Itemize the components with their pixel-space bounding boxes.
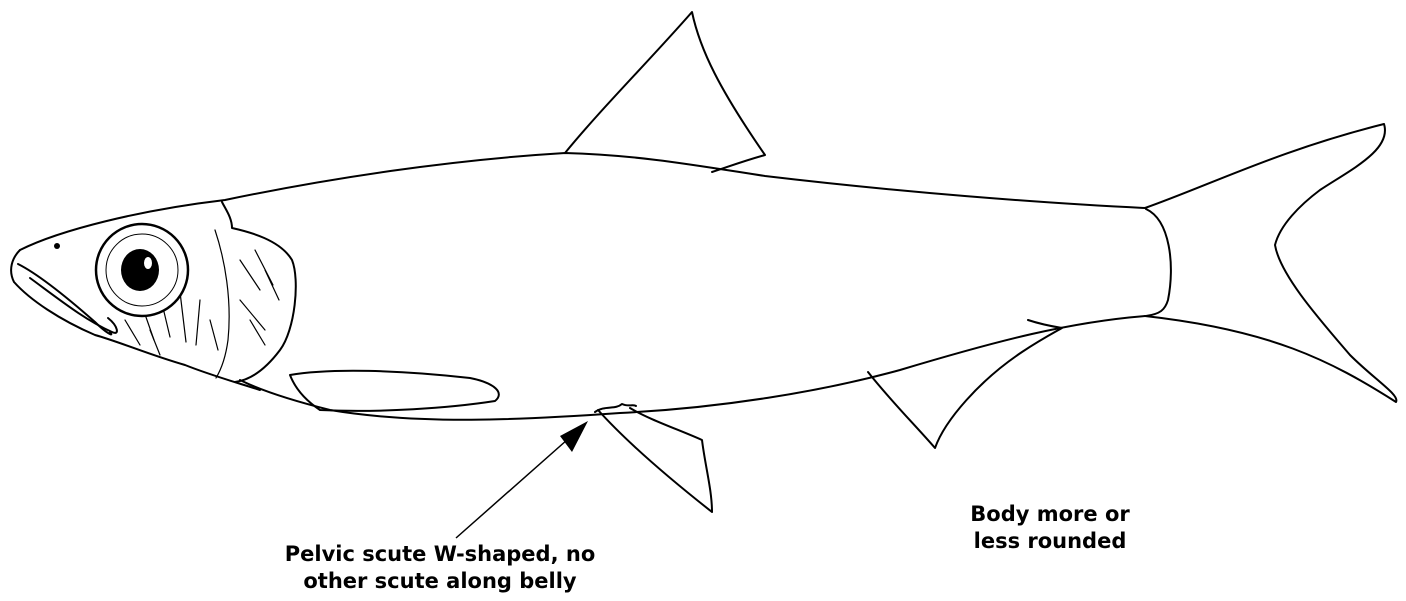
body-shape-label-line-2: less rounded <box>920 528 1180 555</box>
pectoral-fin <box>290 371 499 411</box>
belly-outline <box>240 316 1145 420</box>
pelvic-scute-label-line-1: Pelvic scute W-shaped, no <box>205 541 675 568</box>
dorsal-fin <box>565 12 765 172</box>
eye <box>96 224 188 316</box>
nostril <box>54 243 60 249</box>
pelvic-scute-arrow <box>456 421 588 538</box>
body-outline <box>20 153 1145 250</box>
pelvic-scute-label: Pelvic scute W-shaped, no other scute al… <box>205 541 675 595</box>
body-shape-label-line-1: Body more or <box>920 501 1180 528</box>
gill-cover <box>222 202 296 382</box>
pelvic-scute-label-line-2: other scute along belly <box>205 568 675 595</box>
caudal-fin <box>1145 124 1396 402</box>
body-shape-label: Body more or less rounded <box>920 501 1180 555</box>
pelvic-fin <box>598 408 712 512</box>
gill-cover-inner <box>215 230 229 378</box>
caudal-peduncle-line <box>1146 209 1171 316</box>
anal-fin <box>868 320 1062 448</box>
